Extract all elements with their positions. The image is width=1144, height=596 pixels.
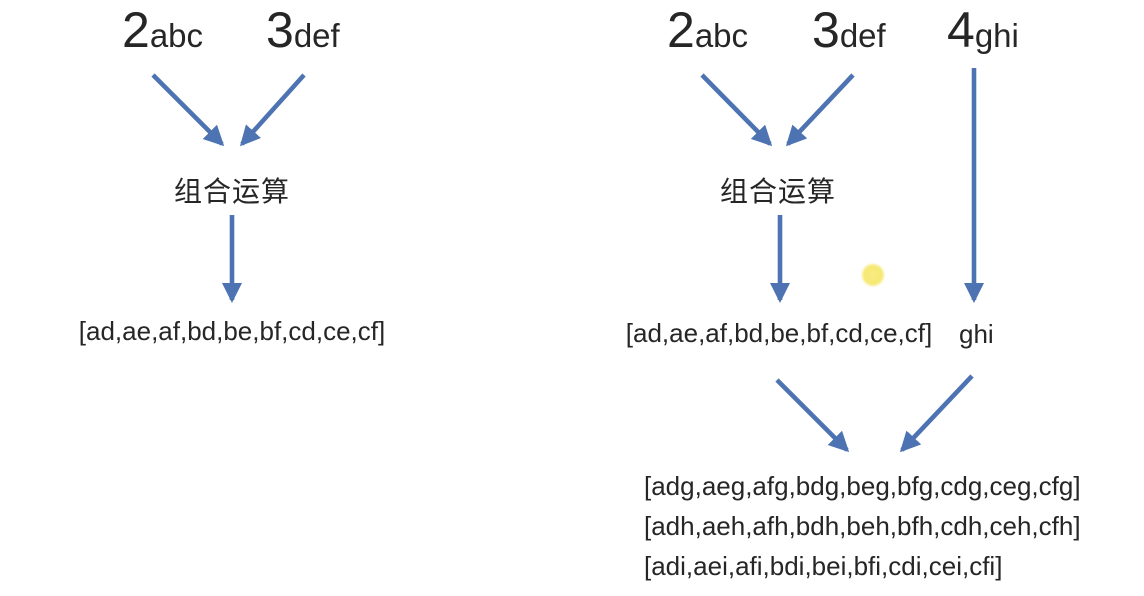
result-line: [adg,aeg,afg,bdg,beg,bfg,cdg,ceg,cfg] [644,471,1081,501]
input-count: 2 [667,2,695,58]
pointer-dot [862,264,884,286]
input-count: 3 [812,2,840,58]
left-arrow-def-to-op [239,73,306,147]
input-set: def [839,17,886,54]
left-arrow-abc-to-op [151,73,225,147]
right-input-4ghi: 4ghi [947,5,1019,67]
left-result: [ad,ae,af,bd,be,bf,cd,ce,cf] [78,316,386,346]
input-set: abc [149,17,204,54]
right-intermediate-result: [ad,ae,af,bd,be,bf,cd,ce,cf] [625,318,933,348]
right-operation-label: 组合运算 [719,176,836,207]
input-count: 4 [947,2,975,58]
left-operation-label: 组合运算 [173,176,290,207]
result-line: [adh,aeh,afh,bdh,beh,bfh,cdh,ceh,cfh] [644,511,1081,541]
right-input-2abc: 2abc [667,5,749,67]
input-count: 2 [122,2,150,58]
right-arrow-ghi-to-results [899,374,974,453]
input-set: def [293,17,340,54]
input-set: ghi [974,17,1019,54]
input-count: 3 [266,2,294,58]
result-line: [adi,aei,afi,bdi,bei,bfi,cdi,cei,cfi] [644,551,1003,581]
left-input-3def: 3def [266,5,340,67]
right-input-3def: 3def [812,5,886,67]
right-arrow-intermediate-to-results [775,378,850,453]
right-arrow-abc-to-op [700,73,773,147]
input-set: abc [694,17,749,54]
left-input-2abc: 2abc [122,5,204,67]
right-arrow-def-to-op [785,73,855,147]
right-passthrough-label: ghi [959,319,994,349]
right-results-block: [adg,aeg,afg,bdg,beg,bfg,cdg,ceg,cfg] [a… [644,466,1081,586]
